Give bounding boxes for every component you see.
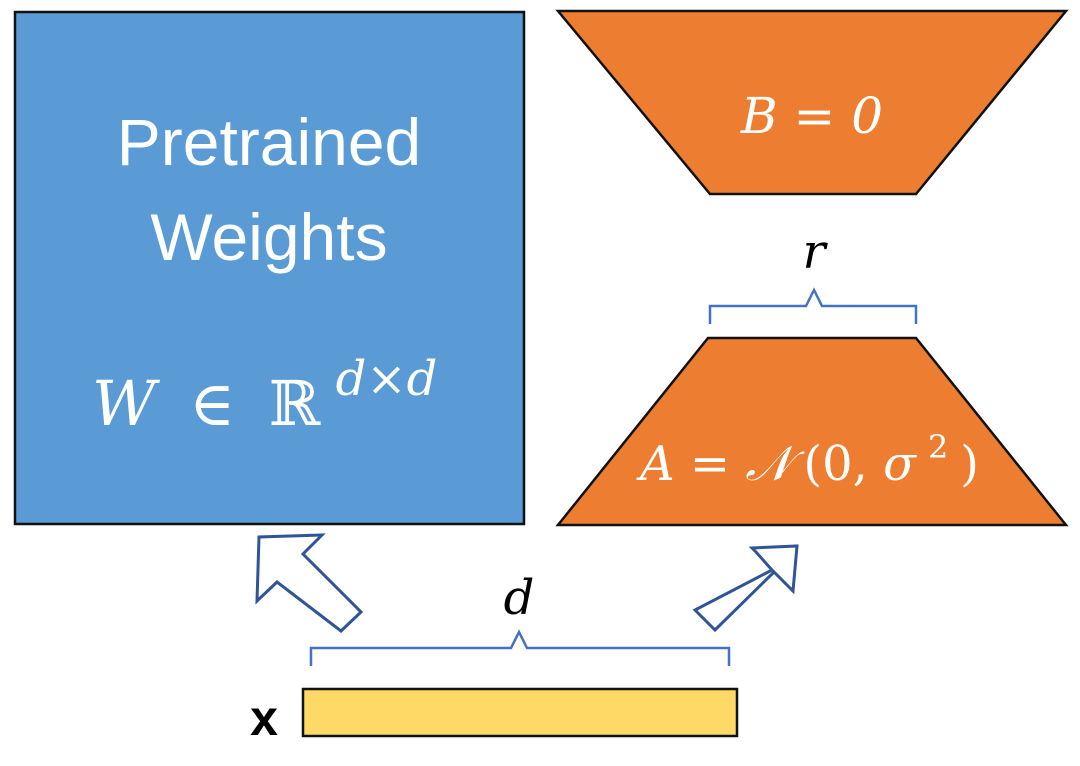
arrow-to-pretrained-icon bbox=[255, 533, 364, 633]
input-vector-bar bbox=[301, 687, 739, 738]
pretrained-title-line1: Pretrained bbox=[117, 105, 422, 179]
matrix-b-block bbox=[555, 9, 1069, 196]
sigma-symbol: σ bbox=[883, 436, 917, 492]
pretrained-title-line2: Weights bbox=[150, 200, 387, 274]
pretrained-weights-block bbox=[13, 10, 526, 526]
matrix-a-args-open: (0, bbox=[803, 436, 883, 492]
matrix-b-label: B = 0 bbox=[740, 87, 883, 145]
weight-formula: W ∈ ℝ d×d bbox=[92, 351, 437, 440]
rank-brace bbox=[708, 287, 918, 324]
matrix-a-block bbox=[555, 336, 1069, 527]
arrow-to-adapter-icon bbox=[692, 544, 799, 633]
real-set-symbol: ℝ bbox=[269, 367, 321, 440]
element-of-symbol: ∈ bbox=[189, 367, 235, 440]
dimension-label: d bbox=[504, 570, 535, 626]
weight-symbol: W bbox=[92, 367, 160, 440]
dimension-brace bbox=[309, 629, 731, 666]
rank-label: r bbox=[803, 224, 829, 280]
normal-dist-symbol: 𝒩 bbox=[745, 436, 805, 492]
dimension-exponent: d×d bbox=[336, 351, 438, 407]
matrix-a-lhs: A = bbox=[636, 436, 745, 492]
input-label: x bbox=[250, 690, 278, 746]
matrix-a-args-close: ) bbox=[960, 436, 979, 492]
matrix-a-label: A = 𝒩 (0, σ 2 ) bbox=[636, 416, 979, 492]
sigma-exponent: 2 bbox=[928, 428, 948, 466]
